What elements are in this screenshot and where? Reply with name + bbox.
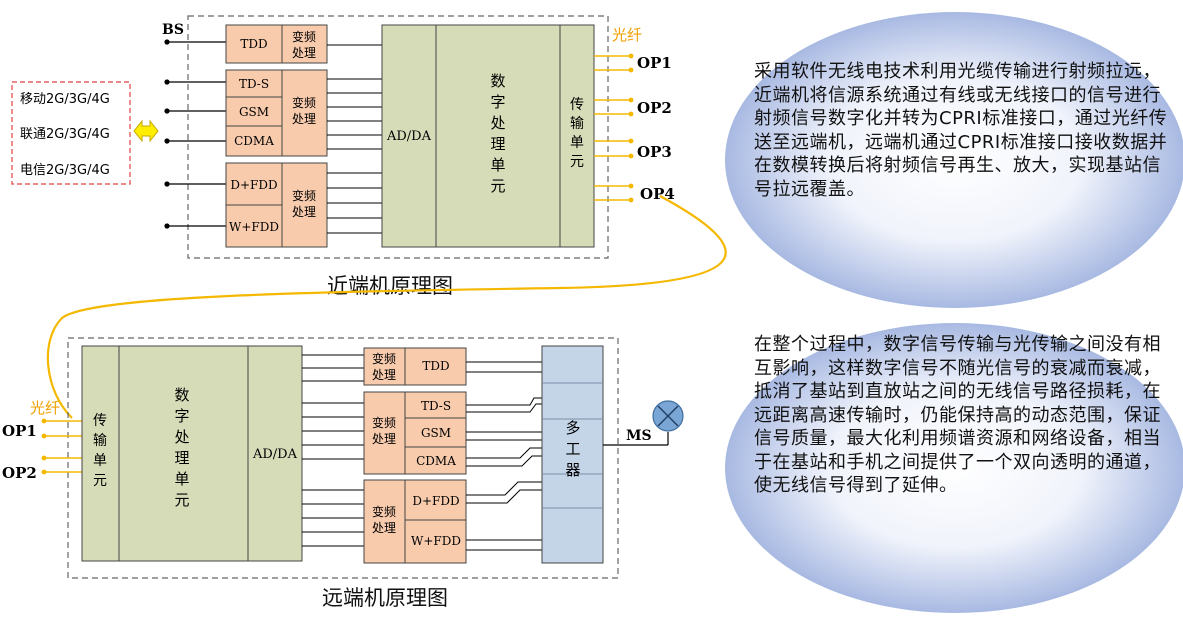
description-bubble-bottom [725,323,1183,613]
near-dsp-char-5: 单 [490,156,505,174]
near-dfdd-label: D+FDD [230,178,277,192]
near-end-unit: BS 移动2G/3G/4G 联通2G/3G/4G 电信2G/3G/4G TDD … [11,15,675,298]
carrier-unicom: 联通2G/3G/4G [20,127,110,142]
far-gsm-label: GSM [421,426,451,440]
near-port-op3: OP3 [637,143,672,161]
near-tds-gsm-cdma-block [225,69,328,157]
near-port-op1: OP1 [637,54,672,72]
description-paragraph-1: 采用软件无线电技术利用光缆传输进行射频拉远，近端机将信源系统通过有线或无线接口的… [754,61,1168,200]
bidirectional-arrow-icon [133,119,159,143]
far-trans-char-3: 单 [93,453,107,469]
antenna-icon [652,400,684,432]
near-fdd-conv-2: 处理 [292,205,316,219]
carrier-box [11,81,131,185]
far-fdd-conv-1: 变频 [372,504,396,519]
far-tdd-conv-2: 处理 [372,368,396,382]
near-dsp-char-2: 字 [490,93,505,111]
far-dsp-char-3: 处 [174,428,189,446]
far-port-op1: OP1 [2,422,37,440]
near-dsp-char-3: 处 [490,114,505,132]
near-dsp-block [381,24,595,248]
near-tds-label: TD-S [239,77,269,91]
far-adda-label: AD/DA [252,447,298,462]
far-dsp-char-6: 元 [174,491,189,509]
near-mid-conv-1: 变频 [292,95,316,110]
far-fiber-label: 光纤 [30,399,60,417]
near-trans-char-2: 输 [570,116,584,132]
carrier-telecom: 电信2G/3G/4G [20,163,110,178]
description-bubble-top [725,12,1183,308]
near-fdd-conv-1: 变频 [292,188,316,203]
far-fdd-conv-2: 处理 [372,521,396,535]
far-cdma-label: CDMA [416,454,456,468]
far-trans-char-2: 输 [93,433,107,449]
far-trans-char-4: 元 [93,473,107,489]
far-ms-label: MS [626,428,652,444]
description-paragraph-2: 在整个过程中，数字信号传输与光传输之间没有相互影响，这样数字信号不随光信号的衰减… [754,334,1161,496]
far-mux-char-2: 工 [565,440,580,458]
near-tdd-conv-2: 处理 [292,46,316,60]
far-tdd-conv-1: 变频 [372,351,396,366]
near-trans-char-4: 元 [570,154,584,170]
far-wfdd-label: W+FDD [411,534,461,548]
far-end-unit: 光纤 OP1 OP2 传 输 单 元 数 字 处 理 单 元 [2,337,684,610]
near-dsp-char-6: 元 [490,177,505,195]
near-fiber-label: 光纤 [612,26,642,44]
far-mux-char-3: 器 [565,461,580,479]
far-dsp-char-2: 字 [174,407,189,425]
near-tdd-block [225,24,328,64]
far-mid-conv-2: 处理 [372,432,396,446]
near-tdd-conv-1: 变频 [292,29,316,44]
far-end-title: 远端机原理图 [322,586,448,610]
far-trans-char-1: 传 [93,413,107,429]
far-tds-gsm-cdma-block [363,391,467,475]
far-mux-char-1: 多 [565,419,580,437]
far-dsp-char-4: 理 [174,449,189,467]
near-gsm-label: GSM [239,105,269,119]
near-dsp-char-1: 数 [490,72,505,90]
carrier-mobile: 移动2G/3G/4G [20,92,110,107]
far-port-op2: OP2 [2,464,37,482]
near-wfdd-label: W+FDD [229,220,279,234]
near-trans-char-1: 传 [570,97,584,113]
far-dfdd-label: D+FDD [412,494,459,508]
near-end-frame [187,15,609,259]
far-dsp-char-5: 单 [174,470,189,488]
near-adda-label: AD/DA [386,129,432,144]
far-mid-conv-1: 变频 [372,415,396,430]
near-port-op2: OP2 [637,99,672,117]
far-tdd-label: TDD [422,359,449,373]
near-dsp-char-4: 理 [490,135,505,153]
far-tdd-block [363,347,467,386]
far-multiplexer-block [541,345,604,564]
near-tdd-label: TDD [240,37,267,51]
near-mid-conv-2: 处理 [292,112,316,126]
near-cdma-label: CDMA [234,134,274,148]
near-trans-char-3: 单 [570,135,584,151]
near-end-title: 近端机原理图 [327,274,453,298]
bs-label: BS [162,22,184,38]
far-dsp-char-1: 数 [174,386,189,404]
fiber-cable [46,195,727,419]
far-tds-label: TD-S [421,399,451,413]
far-fdd-block [363,479,467,564]
